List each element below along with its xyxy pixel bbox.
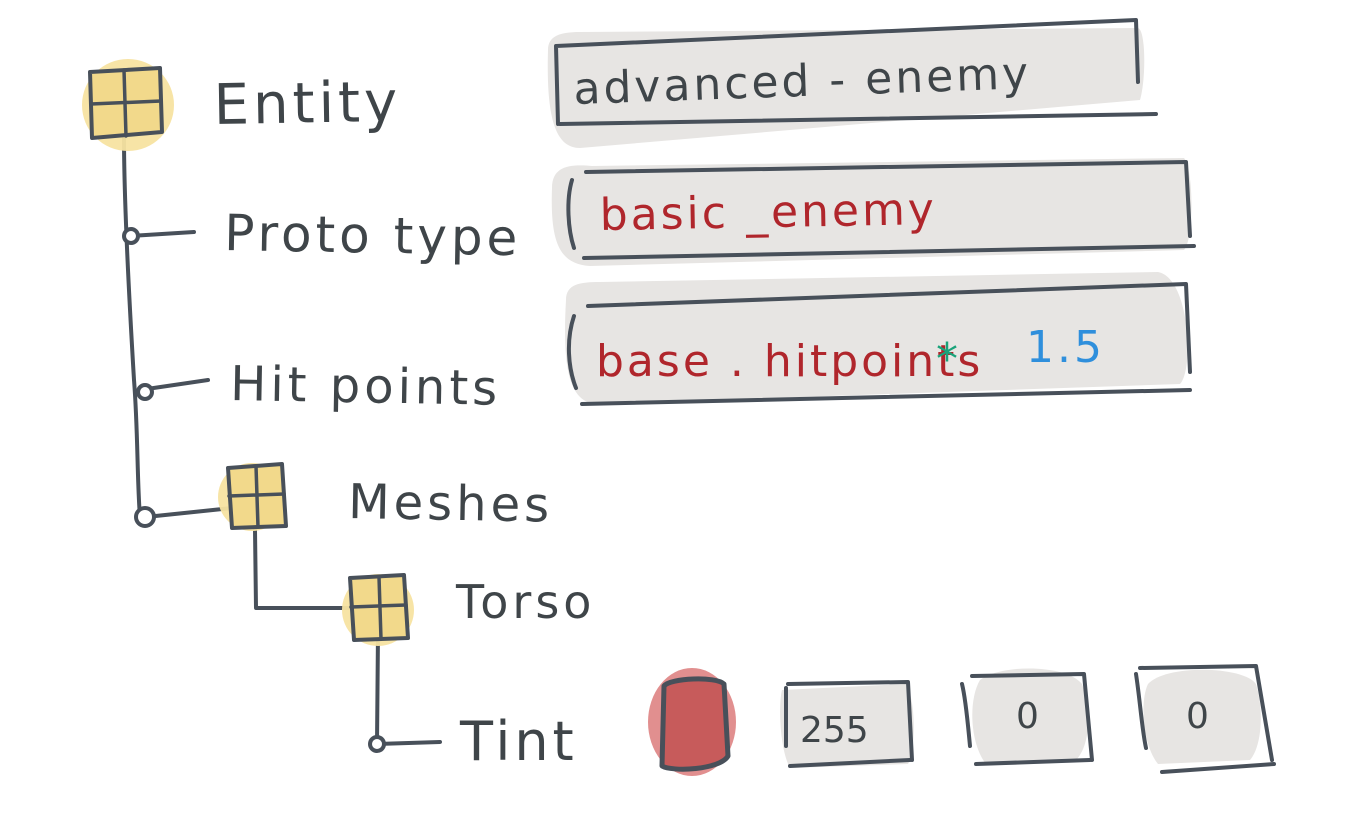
trunk-line	[122, 136, 142, 519]
prototype-branch	[128, 230, 196, 238]
prototype-node-dot	[122, 227, 140, 245]
torso-label: Torso	[455, 575, 595, 629]
expr-number: 1.5	[1026, 322, 1105, 373]
tint-branch	[375, 630, 442, 746]
entity-grid-icon[interactable]	[82, 59, 174, 151]
prototype-label: Proto type	[224, 204, 522, 267]
prototype-value: basic _enemy	[599, 184, 937, 241]
tint-r-field[interactable]: 255	[780, 680, 914, 768]
meshes-grid-icon[interactable]	[218, 462, 288, 531]
hitpoints-expression-field[interactable]: base . hitpoints * 1.5	[565, 272, 1192, 406]
tint-b-value: 0	[1186, 696, 1209, 737]
hitpoints-node-dot	[136, 383, 154, 401]
tint-color-swatch[interactable]	[648, 668, 736, 776]
hitpoints-label: Hit points	[230, 356, 502, 417]
expr-operator: *	[936, 334, 961, 385]
entity-label: Entity	[213, 70, 402, 138]
tint-node-dot	[368, 735, 386, 753]
tint-b-field[interactable]: 0	[1134, 664, 1276, 774]
expr-variable: base . hitpoints	[596, 336, 983, 387]
tree-connectors	[122, 136, 442, 753]
hitpoints-expression: base . hitpoints * 1.5	[596, 322, 1105, 387]
meshes-branch	[144, 506, 234, 519]
tint-label: Tint	[459, 710, 578, 773]
entity-name-field[interactable]: advanced - enemy	[547, 18, 1158, 148]
meshes-label: Meshes	[348, 474, 554, 534]
meshes-node-dot	[134, 506, 156, 528]
prototype-field[interactable]: basic _enemy	[551, 158, 1196, 266]
tint-g-value: 0	[1016, 696, 1039, 737]
tint-r-value: 255	[800, 710, 869, 751]
torso-branch	[253, 528, 356, 610]
tint-g-field[interactable]: 0	[960, 668, 1094, 766]
torso-grid-icon[interactable]	[342, 573, 414, 646]
